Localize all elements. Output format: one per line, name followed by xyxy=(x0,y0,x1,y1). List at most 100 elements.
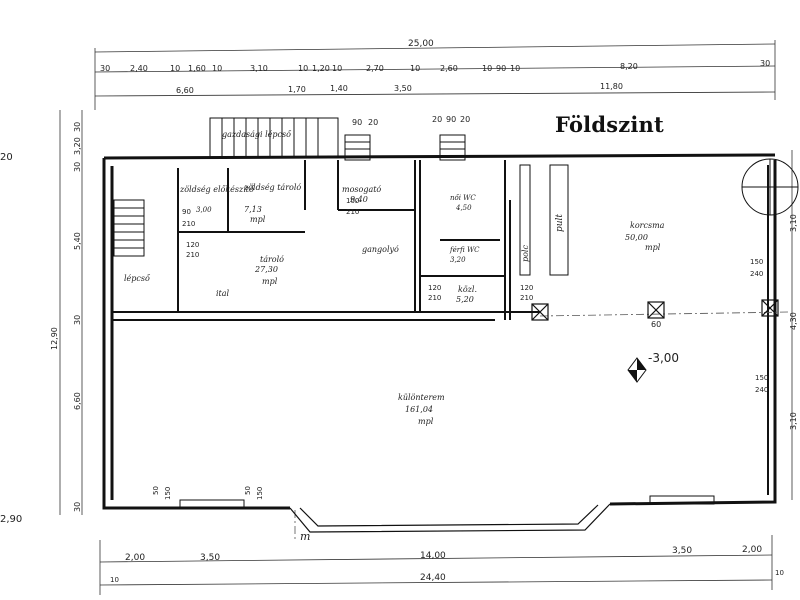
dim-l-6: 12,90 xyxy=(50,327,59,350)
room-labels: zöldség előkészítő 3,00 zöldség tároló 7… xyxy=(124,183,665,426)
dd-11: 150 xyxy=(164,487,172,500)
dim-r-2: 3,10 xyxy=(789,412,798,430)
dim-r2-1: 1,70 xyxy=(288,85,306,94)
dim-l-2: 30 xyxy=(73,162,82,172)
dim-r1-8: 10 xyxy=(332,64,342,73)
wtd-4: 20 xyxy=(460,115,470,124)
dim-r1-14: 10 xyxy=(510,64,520,73)
dim-l-4: 30 xyxy=(73,315,82,325)
column-size-label: 60 xyxy=(651,320,661,329)
door-dimensions: 90 210 120 210 100 210 150 240 150 240 5… xyxy=(152,197,768,500)
marker-m: m xyxy=(300,530,310,543)
dim-r1-0: 30 xyxy=(100,64,110,73)
room-9-note: mpl xyxy=(418,417,434,426)
dim-r1-5: 3,10 xyxy=(250,64,268,73)
room-5-name: tároló xyxy=(260,255,284,264)
room-4-area: 3,20 xyxy=(450,256,466,264)
room-8-area: 50,00 xyxy=(625,233,648,242)
room-1-name: zöldség tároló xyxy=(243,183,301,192)
room-2-name: mosogató xyxy=(342,185,381,194)
dim-r1-6: 10 xyxy=(298,64,308,73)
dim-b-2: 14,00 xyxy=(420,551,446,561)
room-5-note: mpl xyxy=(262,277,278,286)
level-marker xyxy=(627,357,647,383)
dd-15: 210 xyxy=(520,294,533,302)
axis-lines xyxy=(294,311,791,540)
dd-16: 120 xyxy=(428,284,441,292)
dim-total-top: 25,00 xyxy=(408,39,434,49)
dim-bs-1: 10 xyxy=(775,569,784,577)
dd-7: 240 xyxy=(750,270,763,278)
dd-0: 90 xyxy=(182,208,191,216)
dim-r2-3: 3,50 xyxy=(394,84,412,93)
pult-label: pult xyxy=(555,214,565,232)
wtd-3: 90 xyxy=(446,115,456,124)
room-8-note: mpl xyxy=(645,243,661,252)
dim-bottom: 2,00 3,50 14,00 3,50 2,00 24,40 10 10 xyxy=(110,545,784,584)
window-top-dims: 90 20 20 90 20 xyxy=(352,115,470,127)
vent-boxes xyxy=(344,134,466,161)
room-7-name: közl. xyxy=(458,285,477,294)
dim-r2-2: 1,40 xyxy=(330,84,348,93)
room-3-area: 4,50 xyxy=(455,204,472,212)
dim-right: 3,10 4,30 3,10 xyxy=(789,214,798,430)
dim-row1: 30 2,40 10 1,60 10 3,10 10 1,20 10 2,70 … xyxy=(100,59,770,73)
wtd-2: 20 xyxy=(432,115,442,124)
dim-b-4: 2,00 xyxy=(742,545,762,555)
dim-r1-2: 10 xyxy=(170,64,180,73)
dim-r1-11: 2,60 xyxy=(440,64,458,73)
columns xyxy=(531,299,779,321)
ital-label: ital xyxy=(216,289,230,298)
dd-4: 100 xyxy=(346,197,359,205)
dd-3: 210 xyxy=(186,251,199,259)
service-stairs-label: gazdasági lépcső xyxy=(222,130,292,139)
room-8-name: korcsma xyxy=(630,221,665,230)
dim-l-5: 6,60 xyxy=(73,392,82,410)
dd-13: 150 xyxy=(256,487,264,500)
wtd-1: 20 xyxy=(368,118,378,127)
dim-r1-15: 8,20 xyxy=(620,62,638,71)
service-stairs xyxy=(209,117,339,159)
dim-r2-0: 6,60 xyxy=(176,86,194,95)
dd-5: 210 xyxy=(346,208,359,216)
dd-1: 210 xyxy=(182,220,195,228)
dim-r-1: 4,30 xyxy=(789,312,798,330)
dim-r1-3: 1,60 xyxy=(188,64,206,73)
dim-r1-10: 10 xyxy=(410,64,420,73)
dim-l-3: 5,40 xyxy=(73,232,82,250)
entrance-bay xyxy=(289,503,611,533)
room-1-note: mpl xyxy=(250,215,266,224)
dd-6: 150 xyxy=(750,258,763,266)
dim-bs-0: 10 xyxy=(110,576,119,584)
inner-walls xyxy=(112,160,769,495)
room-7-area: 5,20 xyxy=(456,295,474,304)
dim-r1-16: 30 xyxy=(760,59,770,68)
dim-r1-9: 2,70 xyxy=(366,64,384,73)
dim-l-1: 3,20 xyxy=(73,137,82,155)
room-2-area: 9,40 xyxy=(350,195,368,204)
dim-left: 30 3,20 30 5,40 30 6,60 12,90 30 xyxy=(50,122,82,512)
room-9-name: különterem xyxy=(398,393,445,402)
top-dimensions xyxy=(94,40,776,110)
dd-12: 50 xyxy=(244,486,252,495)
room-0-area: 3,00 xyxy=(196,206,212,214)
dim-b-1: 3,50 xyxy=(200,553,220,563)
dd-2: 120 xyxy=(186,241,199,249)
dd-17: 210 xyxy=(428,294,441,302)
room-4-name: férfi WC xyxy=(449,246,480,254)
room-1-area: 7,13 xyxy=(244,205,262,214)
wtd-0: 90 xyxy=(352,118,362,127)
dim-b-0: 2,00 xyxy=(125,553,145,563)
dim-left-edge-0: 20 xyxy=(0,152,13,163)
dd-14: 120 xyxy=(520,284,533,292)
bottom-windows xyxy=(179,495,715,509)
room-3-name: női WC xyxy=(450,193,476,202)
room-5-area: 27,30 xyxy=(254,265,278,274)
room-0-name: zöldség előkészítő xyxy=(179,185,255,194)
bottom-dimensions xyxy=(99,535,773,595)
round-window xyxy=(741,158,799,216)
bar-counter xyxy=(519,164,569,276)
dim-r1-12: 10 xyxy=(482,64,492,73)
staircase xyxy=(113,199,145,257)
